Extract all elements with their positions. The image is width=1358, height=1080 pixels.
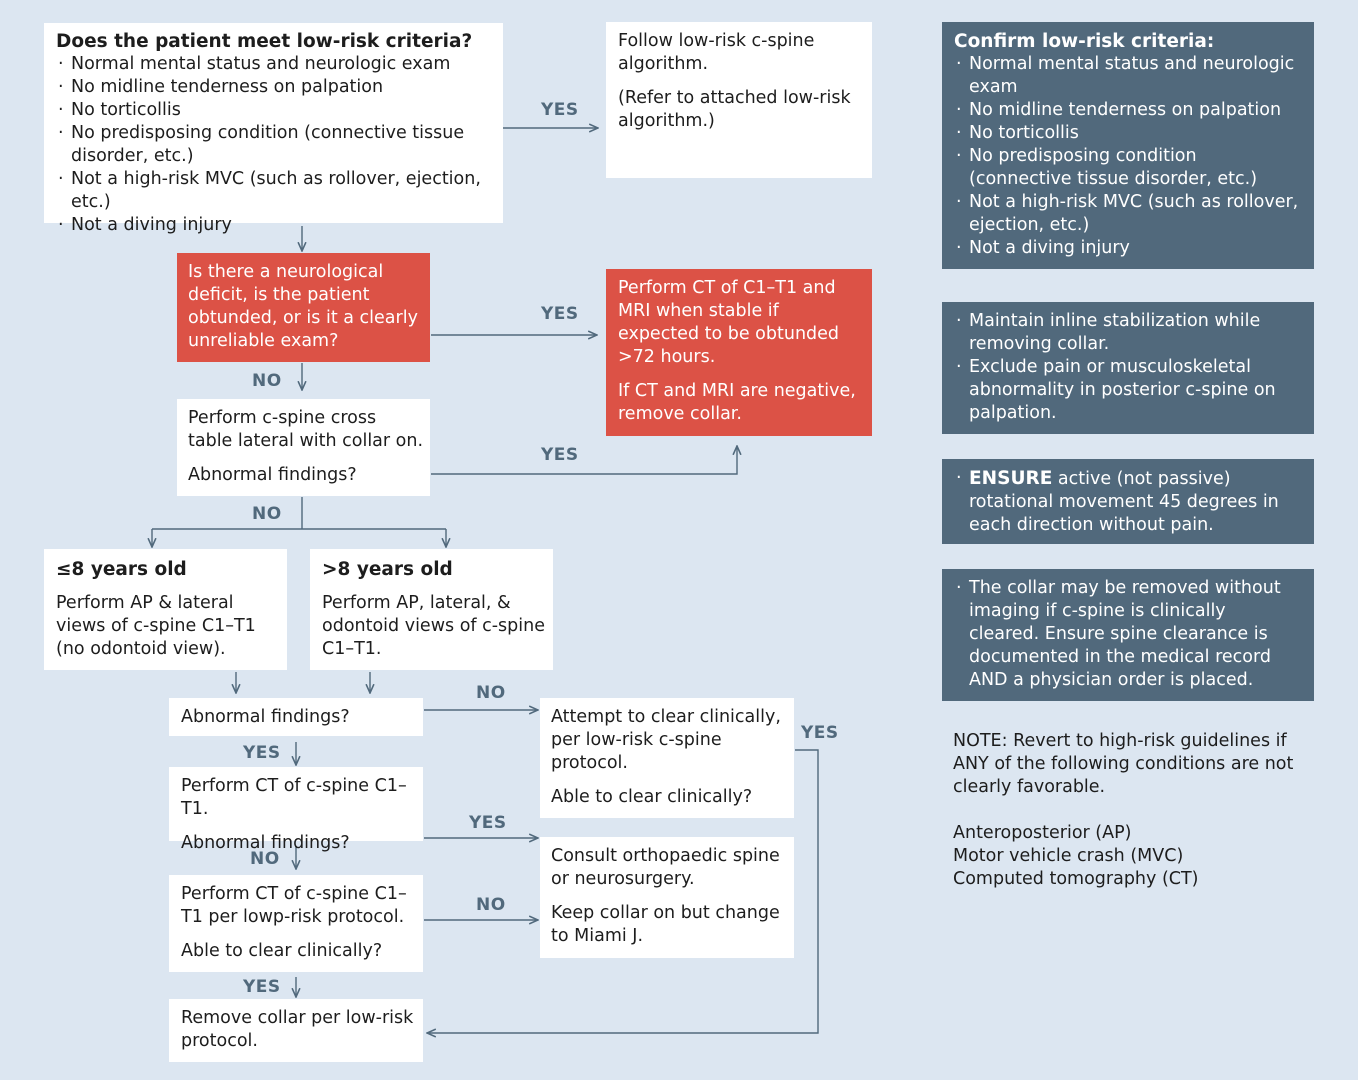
consult-line2: Keep collar on but change to Miami J. (551, 903, 780, 946)
age-over-8-text: Perform AP, lateral, & odontoid views of… (322, 593, 546, 659)
label-yes-start: YES (541, 100, 579, 120)
inline-stabilization-panel: Maintain inline stabilization while remo… (942, 302, 1314, 434)
label-yes-attempt: YES (801, 723, 839, 743)
ct-spine-line1: Perform CT of c-spine C1–T1. (181, 776, 407, 819)
confirm-criteria-list: Normal mental status and neurologic exam… (954, 53, 1300, 260)
age-under-8-text: Perform AP & lateral views of c-spine C1… (56, 593, 256, 659)
start-question: Does the patient meet low-risk criteria? (56, 31, 473, 52)
age-under-8-title: ≤8 years old (56, 559, 187, 580)
low-risk-line2: (Refer to attached low-risk algorithm.) (618, 88, 851, 131)
confirm-criteria-panel: Confirm low-risk criteria: Normal mental… (942, 22, 1314, 269)
note-text: NOTE: Revert to high-risk guidelines if … (953, 731, 1294, 797)
start-criteria-box: Does the patient meet low-risk criteria?… (44, 23, 503, 237)
ct-low-line1: Perform CT of c-spine C1–T1 per lowp-ris… (181, 884, 407, 927)
arrow-cross-yes (431, 446, 737, 475)
age-over-8-title: >8 years old (322, 559, 453, 580)
ensure-text: active (not passive) rotational movement… (969, 469, 1279, 535)
abbreviation-list: Anteroposterior (AP) Motor vehicle crash… (953, 822, 1298, 891)
list-item: No predisposing condition (connective ti… (954, 145, 1300, 191)
label-yes-cross: YES (541, 445, 579, 465)
consult-box: Consult orthopaedic spine or neurosurger… (540, 837, 794, 958)
abnormal-findings-text: Abnormal findings? (181, 707, 350, 727)
arrow-attempt-yes (427, 749, 819, 1033)
attempt-clear-line2: Able to clear clinically? (551, 787, 753, 807)
list-item: Not a high-risk MVC (such as rollover, e… (954, 191, 1300, 237)
list-item: The collar may be removed without imagin… (954, 577, 1300, 692)
age-over-8-box: >8 years old Perform AP, lateral, & odon… (310, 549, 553, 670)
list-item: Maintain inline stabilization while remo… (954, 310, 1300, 356)
list-item: Not a high-risk MVC (such as rollover, e… (56, 168, 492, 214)
list-item: Normal mental status and neurologic exam (954, 53, 1300, 99)
abbreviation-item: Motor vehicle crash (MVC) (953, 846, 1184, 866)
ct-low-line2: Able to clear clinically? (181, 941, 383, 961)
attempt-clear-line1: Attempt to clear clinically, per low-ris… (551, 707, 781, 773)
label-no-cross: NO (252, 504, 282, 524)
remove-collar-box: Remove collar per low-risk protocol. (169, 999, 423, 1062)
label-yes-ct: YES (469, 813, 507, 833)
list-item: No predisposing condition (connective ti… (56, 122, 492, 168)
collar-removal-panel: The collar may be removed without imagin… (942, 569, 1314, 701)
neuro-deficit-box: Is there a neurological deficit, is the … (177, 253, 430, 362)
cross-table-line2: Abnormal findings? (188, 465, 357, 485)
list-item: No torticollis (56, 99, 492, 122)
ct-mri-box: Perform CT of C1–T1 and MRI when stable … (606, 269, 872, 436)
neuro-question: Is there a neurological deficit, is the … (188, 262, 418, 351)
ensure-emphasis: ENSURE (969, 468, 1053, 489)
ct-mri-line1: Perform CT of C1–T1 and MRI when stable … (618, 278, 840, 367)
list-item: Not a diving injury (954, 237, 1300, 260)
ct-low-risk-box: Perform CT of c-spine C1–T1 per lowp-ris… (169, 875, 423, 972)
abbreviation-item: Anteroposterior (AP) (953, 823, 1132, 843)
list-item: Normal mental status and neurologic exam (56, 53, 492, 76)
list-item: ENSURE active (not passive) rotational m… (954, 467, 1304, 537)
confirm-criteria-title: Confirm low-risk criteria: (954, 31, 1215, 52)
list-item: Exclude pain or musculoskeletal abnormal… (954, 356, 1300, 425)
abnormal-findings-box: Abnormal findings? (169, 698, 423, 736)
low-risk-algorithm-box: Follow low-risk c-spine algorithm. (Refe… (606, 22, 872, 178)
list-item: No torticollis (954, 122, 1300, 145)
cross-table-line1: Perform c-spine cross table lateral with… (188, 408, 424, 451)
start-criteria-list: Normal mental status and neurologic exam… (56, 53, 492, 237)
label-no-abnormal: NO (476, 683, 506, 703)
note-section: NOTE: Revert to high-risk guidelines if … (953, 730, 1298, 891)
remove-collar-text: Remove collar per low-risk protocol. (181, 1008, 414, 1051)
age-under-8-box: ≤8 years old Perform AP & lateral views … (44, 549, 287, 670)
label-yes-ctlow: YES (243, 977, 281, 997)
arrow-cross-no (152, 497, 446, 530)
label-yes-neuro: YES (541, 304, 579, 324)
attempt-clear-box: Attempt to clear clinically, per low-ris… (540, 698, 794, 818)
consult-line1: Consult orthopaedic spine or neurosurger… (551, 846, 780, 889)
ensure-rotation-list: ENSURE active (not passive) rotational m… (954, 467, 1304, 537)
ct-mri-line2: If CT and MRI are negative, remove colla… (618, 381, 856, 424)
ensure-rotation-panel: ENSURE active (not passive) rotational m… (942, 459, 1314, 544)
cross-table-box: Perform c-spine cross table lateral with… (177, 399, 430, 496)
list-item: No midline tenderness on palpation (56, 76, 492, 99)
label-no-neuro: NO (252, 371, 282, 391)
list-item: No midline tenderness on palpation (954, 99, 1300, 122)
inline-stabilization-list: Maintain inline stabilization while remo… (954, 310, 1300, 425)
list-item: Not a diving injury (56, 214, 492, 237)
abbreviation-item: Computed tomography (CT) (953, 869, 1199, 889)
ct-spine-box: Perform CT of c-spine C1–T1. Abnormal fi… (169, 767, 423, 853)
ct-spine-line2: Abnormal findings? (181, 833, 350, 853)
collar-removal-list: The collar may be removed without imagin… (954, 577, 1300, 692)
low-risk-line1: Follow low-risk c-spine algorithm. (618, 31, 815, 74)
label-no-ctlow: NO (476, 895, 506, 915)
label-yes-abnormal: YES (243, 743, 281, 763)
label-no-ct: NO (250, 849, 280, 869)
